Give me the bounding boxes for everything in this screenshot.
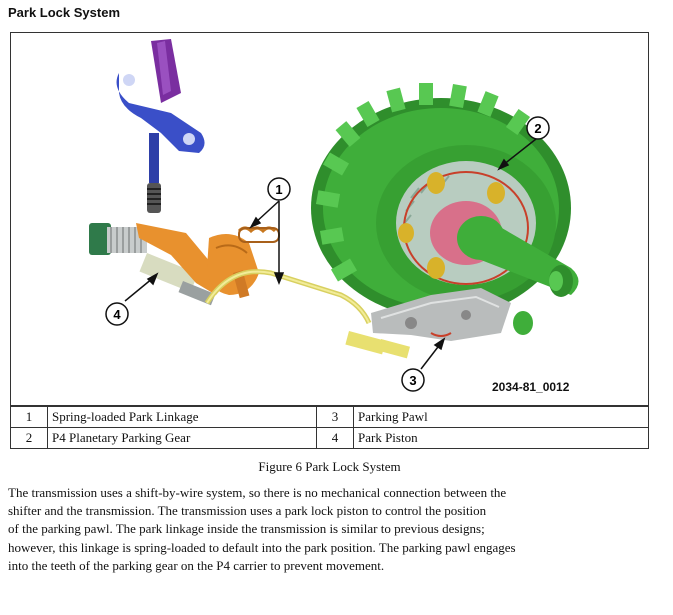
shift-lever-assembly [116,39,205,213]
figure-code: 2034-81_0012 [492,380,570,394]
svg-text:3: 3 [409,373,416,388]
legend-label: Spring-loaded Park Linkage [47,406,317,428]
section-title: Park Lock System [8,5,121,20]
svg-text:2: 2 [534,121,541,136]
body-line: into the teeth of the parking gear on th… [8,557,385,573]
callout-1: 1 [267,177,291,201]
park-lock-illustration: 1 2 3 4 [89,39,579,392]
legend-num: 1 [10,406,48,428]
callout-4: 4 [105,302,129,326]
legend-num: 2 [10,427,48,449]
body-line: The transmission uses a shift-by-wire sy… [8,485,507,500]
spring-loaded-park-linkage [136,223,280,299]
p4-planetary-parking-gear [311,83,579,318]
body-line: of the parking pawl. The park linkage in… [8,521,485,537]
figure-illustration: 1 2 3 4 [10,32,649,406]
svg-text:4: 4 [113,307,121,322]
legend-label: Parking Pawl [353,406,649,428]
figure-caption: Figure 6 Park Lock System [258,459,401,474]
body-paragraph: The transmission uses a shift-by-wire sy… [8,484,658,575]
callout-2: 2 [526,116,550,140]
legend-row: 1 Spring-loaded Park Linkage 3 Parking P… [10,406,649,428]
body-line: shifter and the transmission. The transm… [8,503,487,519]
parking-pawl [345,288,533,359]
legend-row: 2 P4 Planetary Parking Gear 4 Park Pisto… [10,427,649,449]
svg-text:1: 1 [275,182,282,197]
callout-3: 3 [401,368,425,392]
legend-table: 1 Spring-loaded Park Linkage 3 Parking P… [10,406,649,449]
legend-label: P4 Planetary Parking Gear [47,427,317,449]
linkage-cable-highlight [206,270,370,324]
legend-label: Park Piston [353,427,649,449]
body-line: however, this linkage is spring-loaded t… [8,539,516,555]
legend-num: 4 [316,427,354,449]
callout-leaders [124,138,537,370]
legend-num: 3 [316,406,354,428]
